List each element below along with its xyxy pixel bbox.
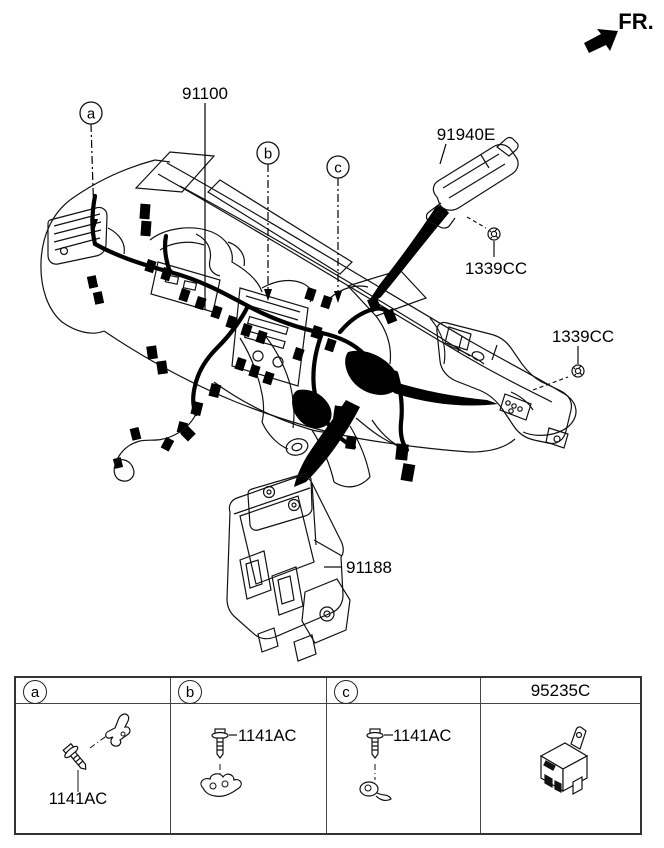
arrow-module-to-dash xyxy=(370,205,449,300)
fr-direction-arrow-icon xyxy=(584,29,618,53)
bolt-and-clip-icon xyxy=(62,713,131,792)
relay-part-label: 95235C xyxy=(530,681,591,700)
relay-icon xyxy=(539,726,589,796)
arrow-dash-to-bracket xyxy=(389,381,498,406)
module-nut-icon xyxy=(487,227,501,257)
wiring-harness-diagram: FR. xyxy=(40,9,654,662)
legend-cell-relay xyxy=(481,704,640,833)
callout-leaders xyxy=(90,103,447,310)
fastener-part-label: 1141AC xyxy=(393,727,452,745)
harness-connectors xyxy=(86,203,416,482)
dashboard-artwork xyxy=(40,151,577,488)
marker-c-badge: c xyxy=(334,680,358,704)
module-part-label: 91940E xyxy=(437,125,496,144)
marker-b-badge: b xyxy=(178,680,202,704)
marker-b-badge-label: b xyxy=(185,683,195,701)
dangling-wire xyxy=(113,413,197,482)
junction-box-artwork xyxy=(226,473,351,662)
bracket-nut-icon xyxy=(571,346,585,378)
screw-and-clip-icon xyxy=(200,728,242,797)
fastener-part-label: 1141AC xyxy=(238,727,297,745)
marker-b: b xyxy=(256,141,280,165)
legend-cell-c: 1141AC xyxy=(327,704,481,833)
module-artwork xyxy=(425,136,519,229)
harness-part-label: 91100 xyxy=(182,84,228,103)
fr-label: FR. xyxy=(618,9,653,34)
marker-a-badge: a xyxy=(23,680,47,704)
marker-a-label: a xyxy=(87,106,96,123)
legend-header-b: b xyxy=(171,678,327,704)
legend-header-relay: 95235C xyxy=(481,678,640,704)
arrow-dash-to-junction-box xyxy=(294,400,360,487)
marker-b-label: b xyxy=(264,146,272,163)
legend-header-c: c xyxy=(327,678,481,704)
legend-cell-a: 1141AC xyxy=(16,704,171,833)
marker-a-badge-label: a xyxy=(30,683,40,701)
marker-c-label: c xyxy=(334,160,342,177)
legend-header-a: a xyxy=(16,678,171,704)
marker-a: a xyxy=(79,101,103,125)
harness-tape-blobs xyxy=(292,350,399,429)
screw-and-ring-clip-icon xyxy=(359,728,393,802)
legend-cell-b: 1141AC xyxy=(171,704,327,833)
marker-c: c xyxy=(326,155,350,179)
leader-arrowheads xyxy=(90,219,342,303)
marker-c-badge-label: c xyxy=(342,683,350,701)
mounting-bracket-artwork xyxy=(436,321,573,449)
installation-arrows xyxy=(294,205,498,487)
main-harness-artwork xyxy=(90,193,410,453)
legend-table: a b c 95235C 1141AC xyxy=(14,676,642,835)
junction-box-part-label: 91188 xyxy=(346,558,392,577)
fastener-part-label: 1141AC xyxy=(48,790,108,808)
module-nut-part-label: 1339CC xyxy=(465,259,527,278)
bracket-nut-part-label: 1339CC xyxy=(552,327,614,346)
